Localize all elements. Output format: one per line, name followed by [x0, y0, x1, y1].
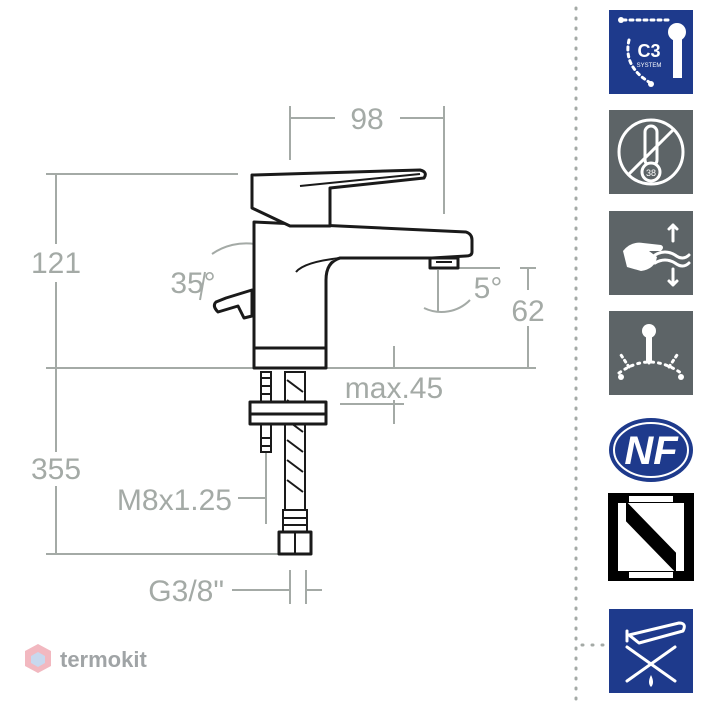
no-thermostat-icon: 38 [609, 110, 693, 194]
dim-max-thickness: max.45 [345, 372, 443, 405]
cold-start-hand-icon [609, 211, 693, 295]
n-mark-icon [608, 493, 694, 581]
no-drain-tap-icon [609, 609, 693, 693]
nf-label: NF [624, 429, 679, 473]
dim-connection: G3/8" [148, 575, 224, 608]
c3-system-icon: C3 SYSTEM [609, 10, 693, 94]
dimension-lines [46, 106, 536, 604]
dim-height-lower: 355 [31, 453, 81, 486]
dim-thread: M8x1.25 [117, 484, 232, 517]
watermark-text: termokit [60, 647, 147, 672]
dim-spout-angle: 5° [474, 272, 503, 305]
nf-certification-icon: NF [609, 418, 693, 482]
dim-spout-height: 62 [511, 295, 544, 328]
faucet-outline [212, 168, 474, 556]
dim-lever-angle: 35° [170, 267, 215, 300]
c3-sublabel: SYSTEM [637, 63, 662, 69]
c3-label: C3 [637, 41, 660, 61]
dim-height-upper: 121 [31, 247, 81, 280]
dim-width-top: 98 [350, 103, 383, 136]
thermometer-label: 38 [646, 168, 656, 178]
termokit-logo: termokit [25, 644, 147, 673]
water-spray-icon [609, 311, 693, 395]
